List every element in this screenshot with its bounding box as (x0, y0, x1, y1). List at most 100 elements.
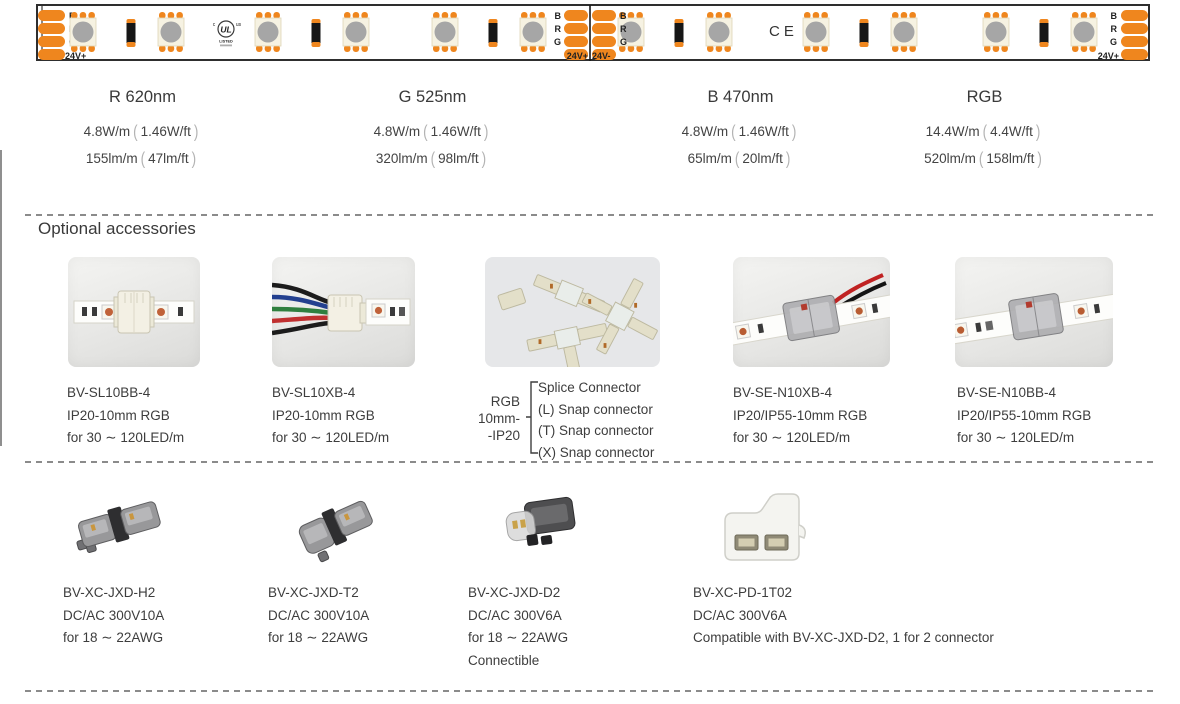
spec-lumen: 520lm/m(158lm/ft) (924, 148, 1042, 169)
connector-group-label: RGB 10mm- -IP20 (462, 393, 520, 444)
led-strip-image: B R G 24V+ UL c us LISTED (36, 4, 1150, 62)
card-bv-se-n10bb-4: BV-SE-N10BB-4 IP20/IP55-10mm RGB for 30 … (957, 382, 1167, 450)
group-label-line: -IP20 (487, 428, 520, 443)
spec-watt: 4.8W/m(1.46W/ft) (681, 121, 797, 142)
wire-clip-connector-illustration (272, 282, 411, 336)
connector-option: (X) Snap connector (538, 445, 655, 461)
connector-option: (L) Snap connector (538, 401, 653, 417)
spec-title: G 525nm (398, 88, 467, 106)
card-bv-se-n10xb-4: BV-SE-N10XB-4 IP20/IP55-10mm RGB for 30 … (733, 382, 943, 450)
model-note: Connectible (468, 653, 540, 669)
photo-bv-sl10bb-4 (68, 257, 200, 367)
wire-splice-h2-illustration (76, 501, 161, 553)
model-spec: DC/AC 300V10A (63, 607, 165, 623)
spec-watt: 14.4W/m(4.4W/ft) (925, 121, 1041, 142)
strip-clip-connector-illustration (73, 290, 195, 334)
model-number: BV-XC-JXD-D2 (468, 585, 561, 600)
model-range: for 30 ∼ 120LED/m (733, 430, 851, 445)
model-number: BV-XC-JXD-H2 (63, 585, 156, 600)
card-bv-xc-jxd-d2: BV-XC-JXD-D2 DC/AC 300V6A for 18 ∼ 22AWG… (468, 582, 668, 673)
pad-label: G (554, 37, 561, 47)
wire-connector-d2-illustration (505, 496, 576, 546)
card-bv-xc-jxd-h2: BV-XC-JXD-H2 DC/AC 300V10A for 18 ∼ 22AW… (63, 582, 263, 650)
ce-mark: CE (769, 23, 798, 40)
model-spec: DC/AC 300V6A (468, 607, 562, 623)
spec-watt: 4.8W/m(1.46W/ft) (83, 121, 199, 142)
ul-text: UL (220, 25, 231, 35)
model-spec: IP20-10mm RGB (272, 407, 375, 423)
pad-label: B (620, 11, 627, 21)
divider-dashed-top (25, 214, 1157, 216)
connector-option: Splice Connector (538, 380, 641, 395)
model-number: BV-XC-PD-1T02 (693, 585, 793, 600)
card-bv-sl10xb-4: BV-SL10XB-4 IP20-10mm RGB for 30 ∼ 120LE… (272, 382, 482, 450)
model-number: BV-SL10XB-4 (272, 385, 356, 400)
model-range: for 18 ∼ 22AWG (63, 630, 164, 646)
brace-bracket (526, 381, 538, 454)
model-number: BV-XC-JXD-T2 (268, 585, 359, 600)
pad-label: B (1111, 11, 1118, 21)
pad-label: 24V+ (1098, 51, 1119, 61)
page-edge-line (0, 150, 2, 446)
spec-col-green: G 525nm 4.8W/m(1.46W/ft) 320lm/m(98lm/ft… (320, 88, 545, 178)
pad-label: R (1111, 24, 1118, 34)
photo-bv-xc-jxd-h2 (72, 488, 177, 558)
connector-group-options: Splice Connector (L) Snap connector (T) … (538, 377, 654, 464)
photo-bv-xc-pd-1t02 (711, 485, 817, 569)
card-bv-xc-jxd-t2: BV-XC-JXD-T2 DC/AC 300V10A for 18 ∼ 22AW… (268, 582, 468, 650)
model-range: for 18 ∼ 22AWG (268, 630, 369, 646)
strip-cut-point: B R G 24V+ B R G 24V- (554, 5, 627, 61)
photo-bv-sl10xb-4 (272, 257, 415, 367)
model-range: for 18 ∼ 22AWG (468, 630, 569, 646)
model-spec: DC/AC 300V6A (693, 607, 787, 623)
spec-title: R 620nm (109, 88, 176, 106)
group-label-line: RGB (490, 394, 520, 409)
model-spec: IP20/IP55-10mm RGB (733, 407, 868, 423)
pad-label: 24V- (592, 51, 611, 61)
pad-label: 24V+ (65, 51, 86, 61)
pad-label: B (555, 11, 562, 21)
ul-suffix: us (236, 22, 242, 28)
photo-bv-se-n10bb-4 (955, 257, 1113, 367)
strip-wire-connector-illustration (733, 273, 890, 347)
spec-col-blue: B 470nm 4.8W/m(1.46W/ft) 65lm/m(20lm/ft) (628, 88, 853, 178)
splitter-1to2-illustration (724, 493, 806, 561)
spec-watt: 4.8W/m(1.46W/ft) (373, 121, 489, 142)
divider-dashed-bottom (25, 690, 1157, 692)
photo-bv-xc-jxd-t2 (293, 483, 393, 563)
photo-bv-xc-jxd-d2 (497, 480, 603, 572)
photo-snap-connectors (485, 257, 660, 367)
ul-prefix: c (213, 22, 216, 28)
model-spec: IP20/IP55-10mm RGB (957, 407, 1092, 423)
photo-bv-se-n10xb-4 (733, 257, 890, 367)
model-spec: DC/AC 300V10A (268, 607, 370, 623)
spec-title: RGB (966, 88, 1003, 106)
pad-label: G (620, 37, 627, 47)
pad-label: R (555, 24, 562, 34)
ul-listed-mark: UL c us LISTED (213, 20, 242, 47)
strip-joiner-connector-illustration (955, 292, 1113, 346)
card-bv-sl10bb-4: BV-SL10BB-4 IP20-10mm RGB for 30 ∼ 120LE… (67, 382, 277, 450)
model-number: BV-SE-N10XB-4 (733, 385, 833, 400)
model-number: BV-SL10BB-4 (67, 385, 151, 400)
model-range: Compatible with BV-XC-JXD-D2, 1 for 2 co… (693, 630, 994, 646)
pad-label: R (620, 24, 627, 34)
group-label-line: 10mm- (477, 411, 520, 426)
ul-listed-text: LISTED (219, 40, 233, 44)
model-range: for 30 ∼ 120LED/m (272, 430, 390, 445)
led-strip-svg: B R G 24V+ UL c us LISTED (36, 4, 1150, 61)
connector-option: (T) Snap connector (538, 423, 654, 439)
pad-label: G (1110, 37, 1117, 47)
spec-col-red: R 620nm 4.8W/m(1.46W/ft) 155lm/m(47lm/ft… (30, 88, 255, 178)
model-range: for 30 ∼ 120LED/m (957, 430, 1075, 445)
strip-right-terminal: B R G 24V+ (1098, 10, 1148, 61)
card-bv-xc-pd-1t02: BV-XC-PD-1T02 DC/AC 300V6A Compatible wi… (693, 582, 1153, 650)
wire-splice-t2-illustration (298, 500, 373, 563)
model-spec: IP20-10mm RGB (67, 407, 170, 423)
spec-lumen: 155lm/m(47lm/ft) (85, 148, 197, 169)
spec-lumen: 320lm/m(98lm/ft) (375, 148, 487, 169)
spec-lumen: 65lm/m(20lm/ft) (687, 148, 791, 169)
pad-label: 24V+ (567, 51, 588, 61)
snap-connector-set-illustration (497, 274, 658, 367)
